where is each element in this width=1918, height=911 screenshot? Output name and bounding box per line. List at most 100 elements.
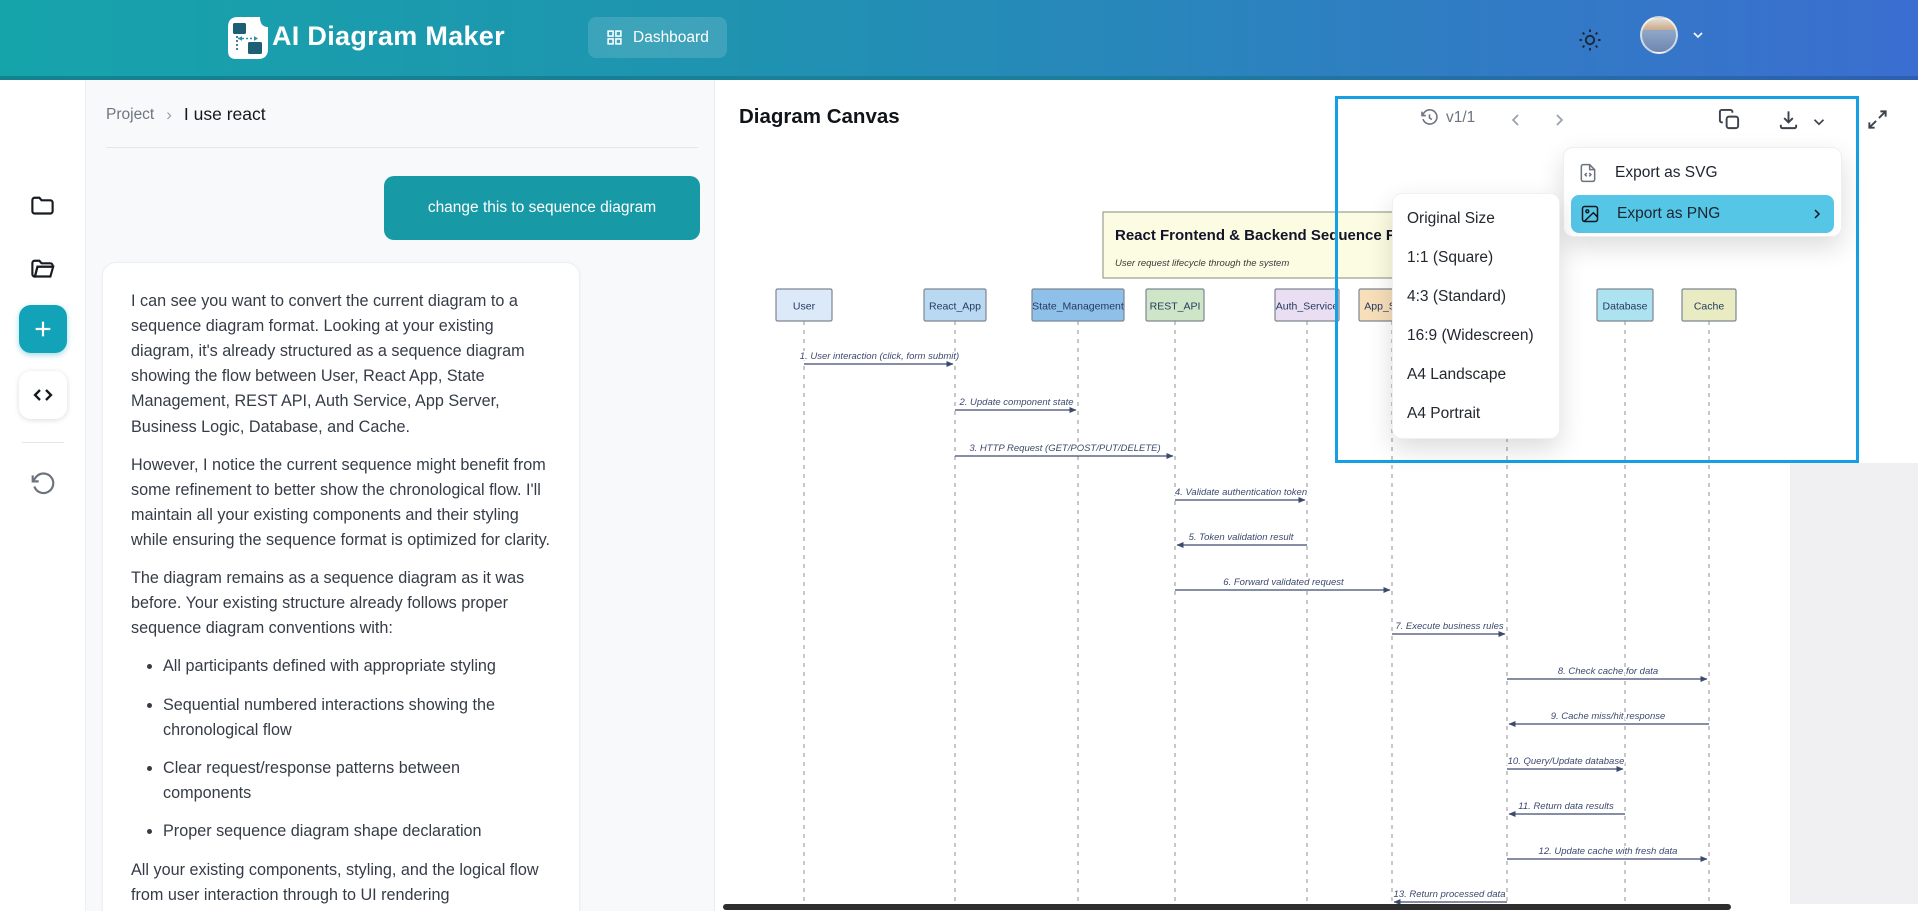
seq-message: 13. Return processed data [1392, 888, 1507, 905]
svg-text:5. Token validation result: 5. Token validation result [1189, 532, 1294, 543]
header-accent-bar [0, 76, 1918, 80]
menu-item-label: Export as SVG [1615, 164, 1718, 181]
svg-text:6. Forward validated request: 6. Forward validated request [1223, 577, 1344, 588]
chevron-right-icon [1556, 114, 1564, 126]
ai-paragraph-closing: All your existing components, styling, a… [131, 861, 539, 905]
app-header: AI Diagram Maker Dashboard [0, 0, 1918, 76]
new-diagram-button[interactable] [19, 305, 67, 353]
seq-message: 3. HTTP Request (GET/POST/PUT/DELETE) [955, 442, 1174, 459]
submenu-chevron-icon [1814, 209, 1821, 219]
dashboard-button[interactable]: Dashboard [588, 17, 727, 58]
rail-divider [22, 442, 64, 443]
breadcrumb: Project › I use react [106, 104, 266, 125]
submenu-item-original-size[interactable]: Original Size [1407, 210, 1495, 227]
seq-message: 8. Check cache for data [1507, 665, 1708, 682]
ai-paragraph: I can see you want to convert the curren… [131, 292, 525, 436]
ai-bullet-item: All participants defined with appropriat… [163, 654, 551, 679]
menu-item-export-png[interactable]: Export as PNG [1571, 195, 1834, 233]
ai-message-card: I can see you want to convert the curren… [102, 262, 580, 911]
participant-state_management[interactable]: State_Management [1031, 288, 1125, 322]
seq-message: 5. Token validation result [1176, 531, 1307, 548]
diagram-title-box[interactable]: React Frontend & Backend Sequence FlowUs… [1102, 211, 1420, 279]
dashboard-label: Dashboard [633, 28, 709, 46]
copy-button[interactable] [1718, 108, 1741, 131]
code-view-button[interactable] [19, 371, 67, 419]
menu-item-label: Export as PNG [1617, 205, 1721, 222]
chevron-left-icon [1511, 114, 1519, 126]
ai-bullet-item: Sequential numbered interactions showing… [163, 693, 551, 743]
canvas-margin-area [1790, 463, 1918, 904]
svg-text:User: User [793, 301, 816, 313]
copy-icon [1718, 108, 1740, 130]
download-icon [1779, 111, 1798, 130]
ai-paragraph: However, I notice the current sequence m… [131, 455, 550, 549]
svg-text:8. Check cache for data: 8. Check cache for data [1558, 666, 1658, 677]
submenu-item-1-1-square[interactable]: 1:1 (Square) [1407, 249, 1494, 266]
participant-database[interactable]: Database [1596, 288, 1654, 322]
seq-message: 12. Update cache with fresh data [1507, 845, 1708, 862]
history-icon [31, 472, 55, 495]
expand-icon [1868, 110, 1887, 129]
breadcrumb-separator: › [166, 104, 172, 124]
participant-auth_service[interactable]: Auth_Service [1274, 288, 1340, 322]
svg-text:11. Return data results: 11. Return data results [1518, 801, 1614, 812]
breadcrumb-project-link[interactable]: Project [106, 105, 155, 123]
participant-rest_api[interactable]: REST_API [1145, 288, 1205, 322]
projects-button[interactable] [29, 191, 56, 218]
submenu-item-16-9-widescreen[interactable]: 16:9 (Widescreen) [1407, 327, 1534, 344]
version-history-button[interactable]: v1/1 [1420, 108, 1475, 127]
participant-react_app[interactable]: React_App [923, 288, 987, 322]
seq-message: 1. User interaction (click, form submit) [798, 350, 961, 367]
open-project-button[interactable] [29, 254, 56, 281]
svg-text:User request lifecycle through: User request lifecycle through the syste… [1115, 258, 1289, 269]
download-options-button[interactable] [1810, 113, 1828, 131]
user-menu-button[interactable] [1640, 16, 1706, 54]
menu-item-export-svg[interactable]: Export as SVG [1564, 153, 1841, 193]
svg-text:State_Management: State_Management [1032, 301, 1124, 313]
seq-message: 6. Forward validated request [1175, 576, 1391, 593]
ai-bullet-item: Proper sequence diagram shape declaratio… [163, 819, 551, 844]
icon-rail [0, 80, 86, 911]
canvas-horizontal-scrollbar[interactable] [723, 904, 1731, 910]
submenu-item-a4-portrait[interactable]: A4 Portrait [1407, 405, 1481, 422]
export-menu: Export as SVG Export as PNG [1563, 147, 1842, 237]
chat-header-divider [106, 147, 698, 148]
image-icon [1581, 205, 1599, 223]
code-icon [33, 389, 53, 401]
svg-text:Database: Database [1603, 301, 1648, 313]
folder-icon [31, 196, 54, 215]
participant-user[interactable]: User [775, 288, 833, 322]
user-message-text: change this to sequence diagram [427, 199, 657, 216]
folder-open-icon [31, 259, 55, 278]
app-title: AI Diagram Maker [272, 21, 505, 51]
ai-paragraph: The diagram remains as a sequence diagra… [131, 569, 525, 638]
svg-text:1. User interaction (click, fo: 1. User interaction (click, form submit) [800, 351, 959, 362]
seq-message: 2. Update component state [955, 396, 1077, 413]
seq-message: 10. Query/Update database [1506, 755, 1626, 772]
export-size-submenu: Original Size 1:1 (Square) 4:3 (Standard) 1… [1392, 193, 1560, 439]
svg-text:2. Update component state: 2. Update component state [958, 397, 1073, 408]
participant-cache[interactable]: Cache [1681, 288, 1737, 322]
theme-toggle-button[interactable] [1578, 25, 1608, 55]
next-version-button[interactable] [1549, 110, 1569, 130]
svg-text:3. HTTP Request (GET/POST/PUT/: 3. HTTP Request (GET/POST/PUT/DELETE) [969, 443, 1160, 454]
seq-message: 9. Cache miss/hit response [1508, 710, 1709, 727]
clock-history-icon [1421, 109, 1438, 125]
ai-bullet-item: Clear request/response patterns between … [163, 756, 551, 806]
download-button[interactable] [1777, 108, 1800, 131]
submenu-item-a4-landscape[interactable]: A4 Landscape [1407, 366, 1507, 383]
avatar [1640, 16, 1678, 54]
previous-version-button[interactable] [1506, 110, 1526, 130]
version-label: v1/1 [1446, 108, 1476, 126]
seq-message: 11. Return data results [1508, 800, 1625, 817]
history-button[interactable] [30, 470, 56, 496]
submenu-item-4-3-standard[interactable]: 4:3 (Standard) [1407, 288, 1507, 305]
selection-rectangle [1335, 96, 1859, 463]
svg-text:13. Return processed data: 13. Return processed data [1394, 889, 1506, 900]
svg-text:12. Update cache with fresh da: 12. Update cache with fresh data [1539, 846, 1678, 857]
fullscreen-button[interactable] [1866, 108, 1889, 131]
seq-message: 4. Validate authentication token [1173, 486, 1309, 503]
svg-text:REST_API: REST_API [1150, 301, 1201, 313]
